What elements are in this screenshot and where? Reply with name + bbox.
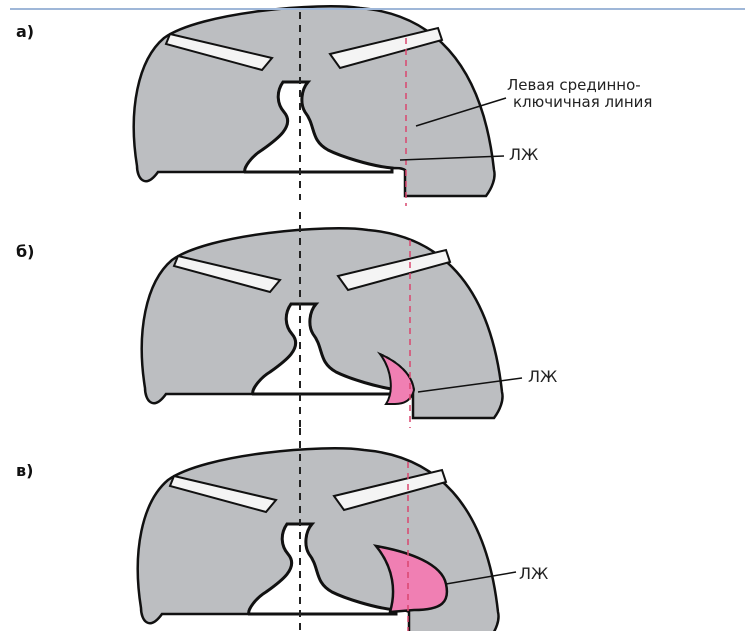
panel-b-figure (142, 212, 522, 432)
panel-a-figure (134, 6, 506, 206)
panel-label-a: а) (16, 22, 34, 41)
midclavicular-line-annotation: Левая срединно- ключичная линия (507, 77, 652, 112)
panel-label-c: в) (16, 461, 33, 480)
annotation-line-2: ключичная линия (513, 94, 652, 111)
top-rule (10, 8, 745, 10)
annotation-line-1: Левая срединно- (507, 76, 641, 94)
panel-label-b: б) (16, 242, 34, 261)
panel-c-figure (138, 428, 516, 631)
left-ventricle-label-a: ЛЖ (509, 146, 538, 164)
left-ventricle-label-b: ЛЖ (528, 368, 557, 386)
left-ventricle-label-c: ЛЖ (519, 565, 548, 583)
